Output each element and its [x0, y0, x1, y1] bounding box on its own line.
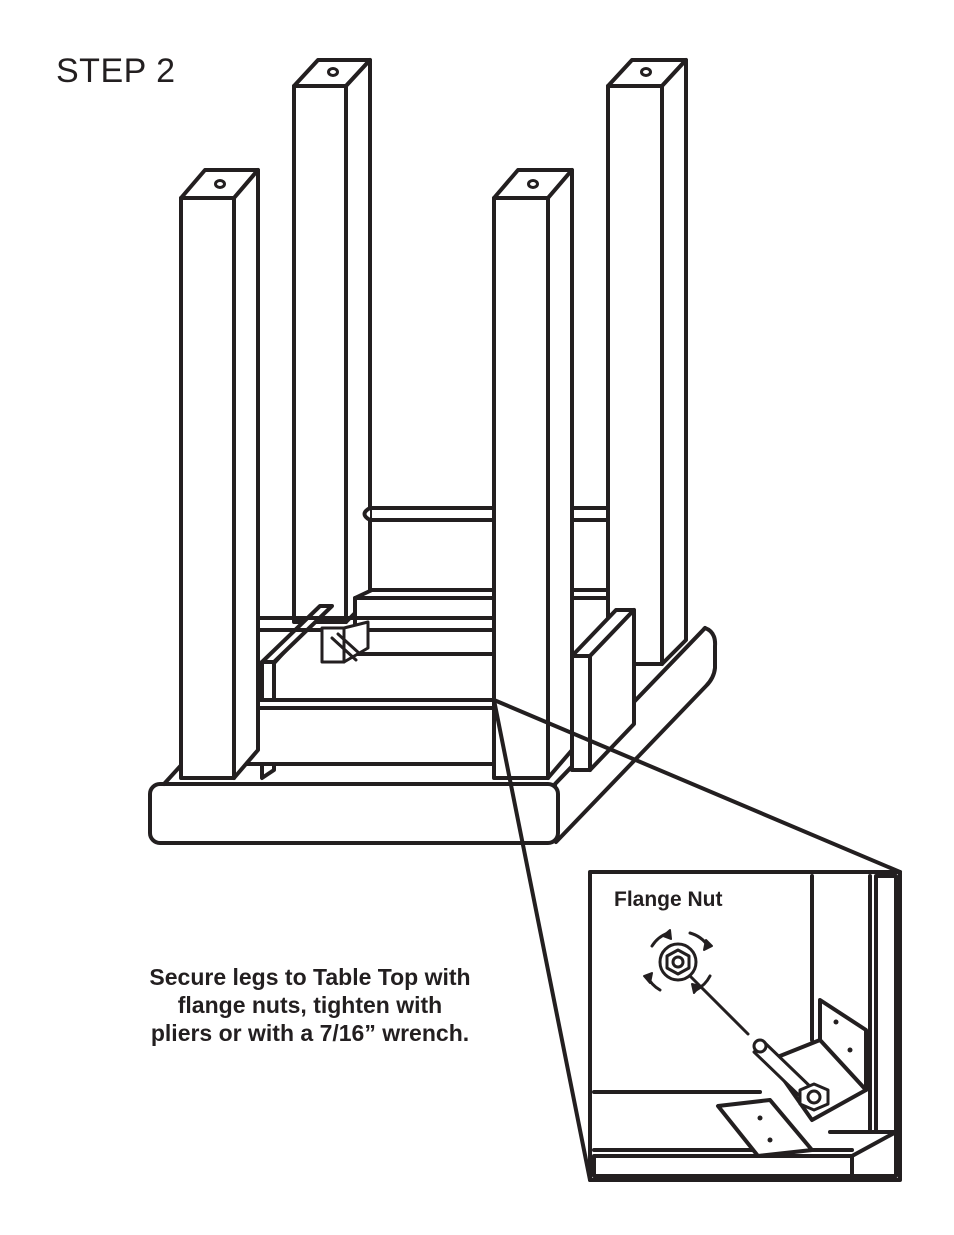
flange-nut-label: Flange Nut	[614, 888, 723, 911]
detail-callout	[588, 870, 902, 1182]
instruction-text: Secure legs to Table Top with flange nut…	[60, 963, 560, 1047]
leg-back-right	[606, 58, 688, 666]
step-title: STEP 2	[56, 52, 176, 90]
leg-back-left	[292, 58, 372, 624]
front-apron	[244, 698, 496, 766]
callout-leader	[492, 698, 902, 1182]
leg-front-left	[179, 168, 260, 780]
instruction-line-2: flange nuts, tighten with	[177, 992, 443, 1018]
instruction-line-1: Secure legs to Table Top with	[149, 964, 471, 990]
flange-nut-icon	[643, 929, 713, 994]
instruction-line-3: pliers or with a 7/16” wrench.	[150, 1020, 470, 1046]
right-apron	[570, 608, 636, 772]
corner-bracket	[320, 620, 370, 664]
leg-front-right	[492, 168, 574, 780]
